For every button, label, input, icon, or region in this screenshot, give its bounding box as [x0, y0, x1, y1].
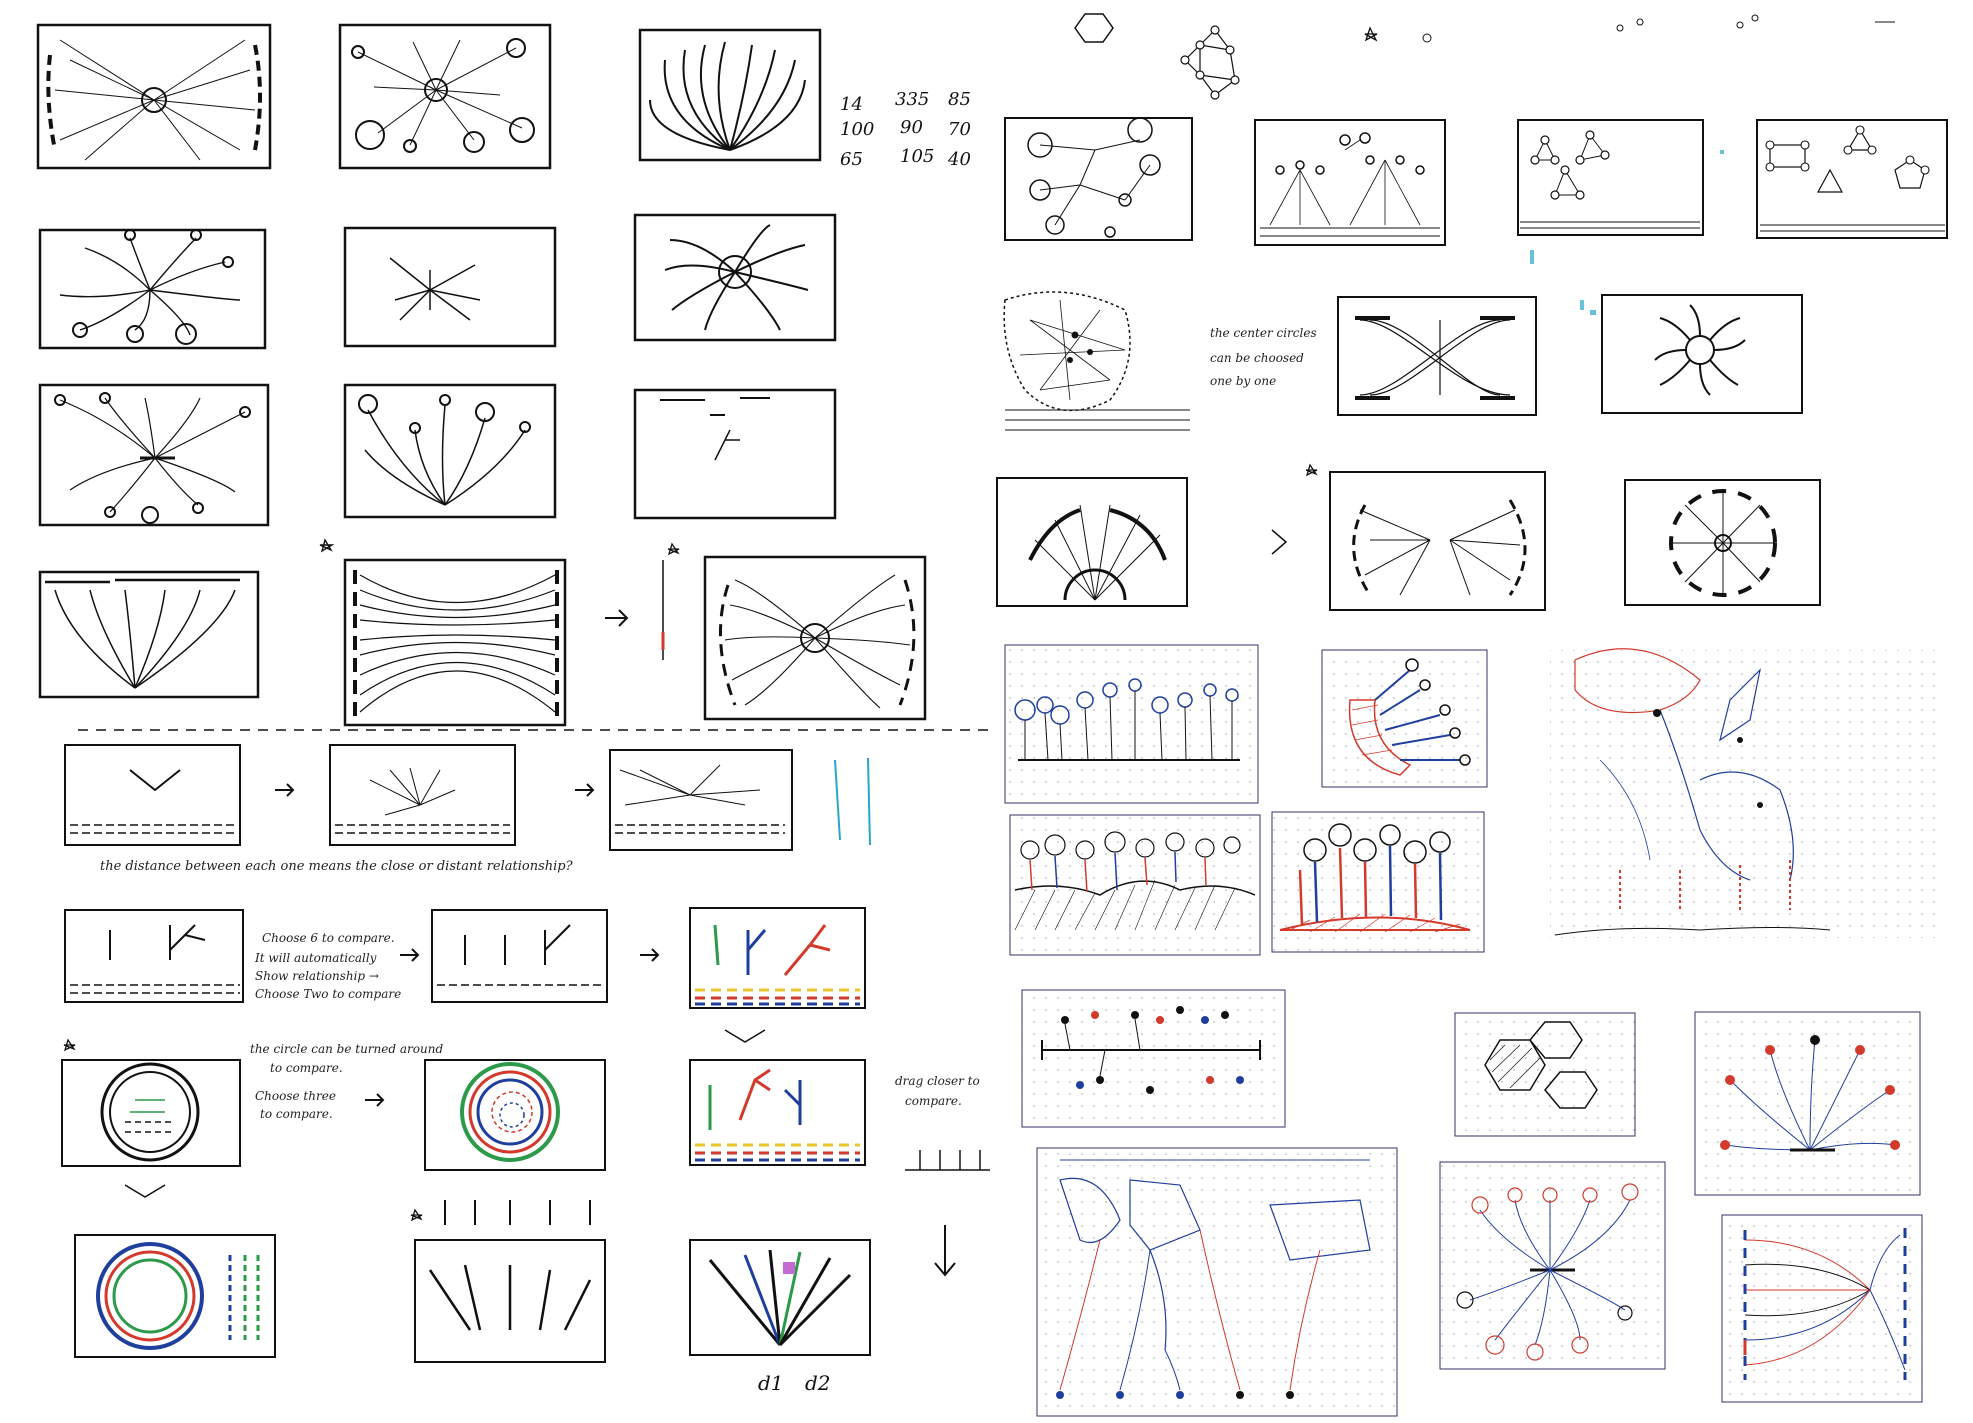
note-distance: the distance between each one means the … [100, 859, 574, 874]
sketch-flower-burst [343, 383, 557, 519]
sketch-rings-legend [74, 1234, 276, 1358]
sketch-star-marker-2 [667, 542, 680, 556]
sketch-blue-speckles [1530, 150, 1724, 315]
sketch-cluster-hierarchy [1254, 119, 1446, 246]
sketch-radial-fan [36, 23, 272, 170]
sketch-angular-sectors [414, 1239, 606, 1363]
sketch-arrow-6 [365, 1093, 385, 1107]
sketch-branch-timeline-2 [431, 909, 608, 1003]
sketch-down-arrow-2 [124, 1184, 166, 1198]
sketch-molecule-icon [1180, 25, 1240, 100]
sketch-bipartite-bubbles [1439, 1161, 1666, 1370]
sketch-double-radial-fan [703, 555, 927, 721]
sketch-red-hatched-arc [1321, 649, 1488, 788]
svg-text:90: 90 [900, 117, 923, 138]
sketch-colored-rings [424, 1059, 606, 1171]
sketch-cyan-bars [834, 757, 871, 846]
svg-text:Choose 6 to compare.: Choose 6 to compare. [262, 931, 395, 945]
sketch-arrow-1 [605, 609, 629, 627]
sketch-star-marker-5 [1305, 463, 1318, 477]
svg-text:compare.: compare. [905, 1094, 962, 1108]
sketch-semi-fan [638, 28, 822, 162]
svg-text:Show relationship →: Show relationship → [255, 969, 379, 983]
sketch-tick-row [905, 1150, 990, 1171]
sketch-pinwheel [1601, 294, 1803, 414]
axis-label-d2: d2 [805, 1371, 831, 1395]
axis-label-d1: d1 [758, 1371, 784, 1395]
sketch-star-burst-timeline-2 [609, 749, 793, 851]
sketch-dot-timeline [1021, 989, 1286, 1128]
sketch-tick-top [444, 1200, 591, 1225]
sketch-symmetric-split [343, 226, 557, 348]
svg-text:65: 65 [840, 149, 863, 170]
sketch-cloud-network [1004, 117, 1193, 241]
sketch-colored-branches [689, 907, 866, 1009]
sketch-star-marker-3 [63, 1038, 76, 1052]
sketch-arrow-5 [640, 948, 660, 962]
sketch-arrow-2 [275, 783, 295, 797]
svg-text:to compare.: to compare. [260, 1107, 333, 1121]
sketch-bubble-network [338, 23, 552, 170]
note-choose: Choose 6 to compare. It will automatical… [254, 931, 401, 1001]
sketch-down-arrow-3 [934, 1225, 956, 1277]
sketch-hanging-branches [38, 570, 260, 699]
sketch-red-bubble-burst [1694, 1011, 1921, 1196]
sketch-bundled-tree [38, 383, 270, 527]
svg-text:Choose three: Choose three [255, 1089, 336, 1103]
sketch-semi-fan-right [996, 477, 1188, 607]
sketch-red-base-bubbles [1271, 811, 1485, 953]
note-drag: drag closer to compare. [895, 1074, 980, 1108]
sketch-empty-axes [633, 388, 837, 520]
sketch-fan-compare [689, 1239, 871, 1356]
sketch-hills-bubbles [1009, 814, 1261, 956]
svg-text:105: 105 [900, 146, 934, 167]
sketch-network-circle [1003, 291, 1190, 431]
svg-text:can be choosed: can be choosed [1210, 351, 1304, 365]
sketch-star-clusters [1517, 119, 1704, 236]
sketch-full-radial [1624, 479, 1821, 606]
sketch-red-blue-bundle [1721, 1214, 1923, 1403]
sketch-tiny-doodles [1422, 14, 1895, 43]
sketch-colored-branches-2 [689, 1059, 866, 1166]
svg-text:the circle can be turned aroun: the circle can be turned around [250, 1042, 443, 1056]
sketch-small-star [1364, 26, 1378, 42]
sketch-concentric-circle [61, 1059, 241, 1167]
sketch-angle-timeline [64, 744, 241, 846]
svg-text:It will automatically: It will automatically [254, 951, 377, 965]
sketch-star-marker-1 [319, 538, 335, 553]
svg-text:40: 40 [947, 149, 971, 170]
note-circle: the circle can be turned around to compa… [250, 1042, 443, 1121]
sketch-red-blue-map [1550, 648, 1935, 938]
sketch-arrow-4 [400, 948, 420, 962]
sketch-hexagon-icon [1074, 13, 1114, 43]
svg-text:85: 85 [948, 89, 971, 110]
svg-text:drag closer to: drag closer to [895, 1074, 980, 1088]
sketch-shape-clusters [1756, 119, 1948, 239]
svg-text:100: 100 [840, 119, 874, 140]
svg-text:Choose Two to compare: Choose Two to compare [255, 987, 401, 1001]
sketch-dual-fan [633, 213, 837, 342]
sketch-number-notes: 14 335 85 100 90 70 65 105 40 [840, 89, 971, 170]
note-center-circles: the center circles can be choosed one by… [1210, 326, 1317, 388]
sketch-star-burst-timeline [329, 744, 516, 846]
sketch-bubble-forest [1004, 644, 1259, 804]
sketch-down-arrow [724, 1029, 766, 1043]
sketch-bowtie-bundle [343, 558, 567, 727]
sketch-arrow-3 [575, 783, 595, 797]
svg-text:one by one: one by one [1210, 374, 1276, 388]
svg-text:to compare.: to compare. [270, 1061, 343, 1075]
sketch-branch-timeline [64, 909, 244, 1003]
svg-text:the center circles: the center circles [1210, 326, 1317, 340]
sketch-star-marker-4 [410, 1208, 423, 1222]
sketch-map-lineage [1036, 1147, 1398, 1417]
sketch-hexagon-cluster [1454, 1012, 1636, 1137]
svg-text:335: 335 [895, 89, 929, 110]
note-numbers-row1: 14 [840, 94, 863, 115]
sketch-curved-tree [38, 228, 267, 350]
svg-text:70: 70 [948, 119, 971, 140]
sketch-arrow-7 [1271, 529, 1288, 555]
sketch-crossing-flows [1337, 296, 1537, 416]
sketch-dual-radial-right [1329, 471, 1546, 611]
